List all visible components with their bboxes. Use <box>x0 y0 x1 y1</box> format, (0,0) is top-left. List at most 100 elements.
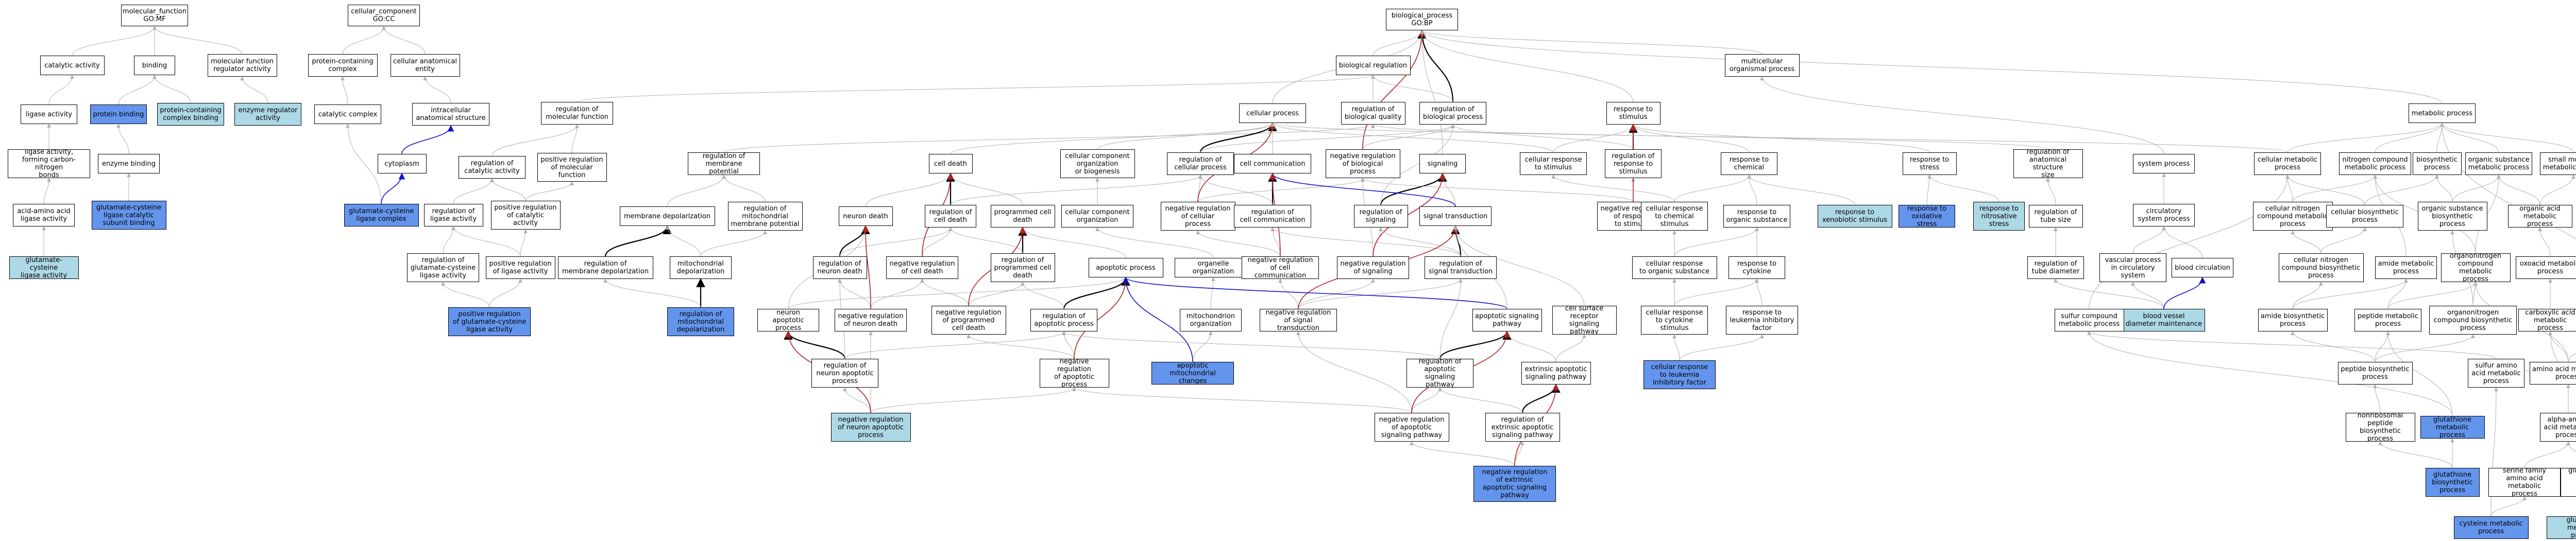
edge-resporg-to-respchem <box>1747 174 1757 205</box>
go-term-node-nitrometab: nitrogen compound metabolic process <box>2339 152 2411 175</box>
edge-negregapopsig-to-negregst <box>1296 331 1412 413</box>
edge-intracell-to-cae <box>423 76 451 103</box>
edge-regbp-to-biolreg <box>1371 75 1453 102</box>
edge-posregligase-to-posregcat <box>520 229 528 257</box>
go-term-node-respox: response to oxidative stress <box>1899 205 1955 228</box>
edge-signaling-to-bp <box>1420 30 1443 154</box>
edge-regst-to-regsig <box>1379 227 1461 257</box>
go-term-node-bvdm: blood vessel diameter maintenance <box>2123 309 2205 331</box>
go-term-node-cellcomm: cell communication <box>1234 154 1311 173</box>
go-term-node-biosyn: biosynthetic process <box>2412 152 2462 175</box>
go-term-node-orgsubbiosyn: organic substance biosynthetic process <box>2417 202 2487 231</box>
edge-negregneuronapop-to-negregapop <box>870 387 1076 413</box>
edge-regapopsig-to-regst <box>1439 278 1463 359</box>
edge-negregneurondeath-to-regneurondeath <box>838 278 871 309</box>
go-term-node-apopmito: apoptotic mitochondrial changes <box>1151 362 1234 385</box>
go-term-node-regas: regulation of anatomical structure size <box>2013 149 2083 178</box>
edge-regresp-to-regbp <box>1451 124 1634 150</box>
edge-regst-to-regcc <box>1270 227 1461 257</box>
edge-cytoplasm-to-intracell <box>401 125 454 154</box>
go-term-node-mitoorg: mitochondrion organization <box>1180 309 1242 331</box>
edge-respnitro-to-respstress <box>1927 174 1999 202</box>
edge-negregapopsig-to-regapopsig <box>1411 387 1442 413</box>
edge-apopmito-to-apoptotic <box>1122 276 1193 362</box>
go-term-node-negregbp: negative regulation of biological proces… <box>1325 149 1400 178</box>
go-term-node-enzreg: enzyme regulator activity <box>234 103 301 126</box>
go-term-node-gsmetab: glutathione metabolic process <box>2420 416 2485 439</box>
go-term-node-regligase: regulation of ligase activity <box>423 204 483 226</box>
go-term-node-neuronapop: neuron apoptotic process <box>757 309 819 331</box>
edge-regcc-to-regcp <box>1198 174 1273 205</box>
edge-celldeath-to-cellproc <box>950 123 1275 154</box>
edge-negregneuronapop-to-regneuronapop <box>843 387 871 413</box>
go-term-node-orgacid: organic acid metabolic process <box>2507 205 2572 228</box>
edge-regbp-to-bp <box>1417 29 1454 102</box>
go-term-node-regresp: regulation of response to stimulus <box>1605 149 1662 178</box>
go-term-node-alphaaa: alpha-amino acid metabolic process <box>2540 413 2576 442</box>
edge-cellnitrobiosyn-to-cellnitrometab <box>2291 230 2321 254</box>
edge-cae-to-cc <box>382 26 426 55</box>
edge-orgacid-to-orgsubmetab <box>2497 174 2540 205</box>
go-term-node-orgsubmetab: organic substance metabolic process <box>2465 152 2532 175</box>
go-term-node-negregcp: negative regulation of cellular process <box>1160 202 1235 231</box>
go-term-node-respstress: response to stress <box>1902 152 1957 175</box>
go-term-node-glufam: glutamine family amino acid metabolic pr… <box>2561 468 2576 497</box>
edge-bloodcirc-to-circsys <box>2162 226 2203 258</box>
go-term-node-gclcomplex: glutamate-cysteine ligase complex <box>344 204 419 226</box>
edge-mitoorg-to-orgorg <box>1210 277 1215 309</box>
go-term-node-resp: response to stimulus <box>1606 102 1660 125</box>
edge-cysmetab-to-sulfuraa <box>2490 387 2498 517</box>
edge-regapopsig-to-regapop <box>1062 331 1440 359</box>
edge-negregextapop-to-negregapopsig <box>1410 441 1515 466</box>
go-term-node-csrsig: cell surface receptor signaling pathway <box>1552 306 1617 335</box>
edge-regcat-to-regmf <box>492 124 579 156</box>
edge-oxoacid-to-orgacid <box>2538 227 2551 257</box>
go-term-node-sysproc: system process <box>2133 154 2195 173</box>
go-term-node-cellproc: cellular process <box>1239 103 1306 123</box>
go-term-node-regpcd: regulation of programmed cell death <box>990 253 1055 282</box>
edge-regtube-to-regas <box>2046 178 2056 205</box>
edge-dicarb-to-carbacid <box>2548 331 2576 383</box>
edge-cellrespLIF-to-respLIF <box>1679 334 1764 361</box>
edge-memdep-to-regmp <box>667 174 726 207</box>
go-term-node-regtubediam: regulation of tube diameter <box>2027 256 2084 279</box>
go-term-node-ccob: cellular component organization or bioge… <box>1060 149 1135 178</box>
edge-extapop-to-apopsig <box>1505 331 1556 362</box>
edge-amidebiosyn-to-cellnitrobiosyn <box>2292 282 2323 309</box>
go-term-node-ligase: ligase activity <box>21 104 77 124</box>
go-term-node-multorg: multicellular organismal process <box>1724 54 1800 77</box>
edge-orgorg-to-cco <box>1095 227 1214 258</box>
edge-resp-to-bp <box>1420 30 1634 102</box>
go-term-node-apoptotic: apoptotic process <box>1088 258 1163 277</box>
go-term-node-mf: molecular_function GO:MF <box>121 5 188 26</box>
go-term-node-glumetab: glutamate metabolic process <box>2546 516 2576 539</box>
edge-negregst-to-regst <box>1298 278 1463 309</box>
edge-posreggcl-to-reggcl <box>441 282 490 308</box>
edge-gclcomplex-to-cytoplasm <box>381 172 405 204</box>
edge-negregapopsig-to-negregapop <box>1072 387 1412 413</box>
edge-bvdm-to-vascproc <box>2131 282 2164 309</box>
edge-respxeno-to-respchem <box>1747 174 1855 205</box>
edge-cellrespchem-to-cellresp <box>1551 174 1675 202</box>
go-term-node-regapop: regulation of apoptotic process <box>1030 309 1097 331</box>
edge-negregresp-to-negregbp <box>1361 178 1634 202</box>
edge-regsig-to-regbp <box>1380 124 1455 205</box>
edge-regcelldeath-to-regcp <box>950 174 1202 205</box>
go-term-node-cellnitrometab: cellular nitrogen compound metabolic pro… <box>2252 202 2333 231</box>
edge-mfreg-to-mf <box>152 26 243 55</box>
edge-peptidebiosyn-to-orgnitrobiosyn <box>2375 334 2475 362</box>
go-term-node-negregextapop: negative regulation of extrinsic apoptot… <box>1473 466 1556 502</box>
edge-apopsig-to-apoptotic <box>1122 276 1507 309</box>
edge-respox-to-respstress <box>1926 174 1931 205</box>
edge-sulfurmetab-to-cellmetab <box>2089 174 2290 309</box>
go-term-node-amidemetab: amide metabolic process <box>2375 256 2437 279</box>
edge-neuronapop-to-apoptotic <box>788 277 1128 309</box>
go-term-node-serine: serine family amino acid metabolic proce… <box>2488 468 2561 497</box>
go-term-node-ligaseCN: ligase activity, forming carbon-nitrogen… <box>8 149 90 178</box>
go-term-node-sulfurmetab: sulfur compound metabolic process <box>2054 309 2124 331</box>
go-term-node-regsig: regulation of signaling <box>1353 205 1408 228</box>
edge-cellmetab-to-cellproc <box>1270 123 2288 153</box>
go-term-node-regcelldeath: regulation of cell death <box>925 205 976 228</box>
edge-regneuronapop-to-regapop <box>844 331 1066 359</box>
